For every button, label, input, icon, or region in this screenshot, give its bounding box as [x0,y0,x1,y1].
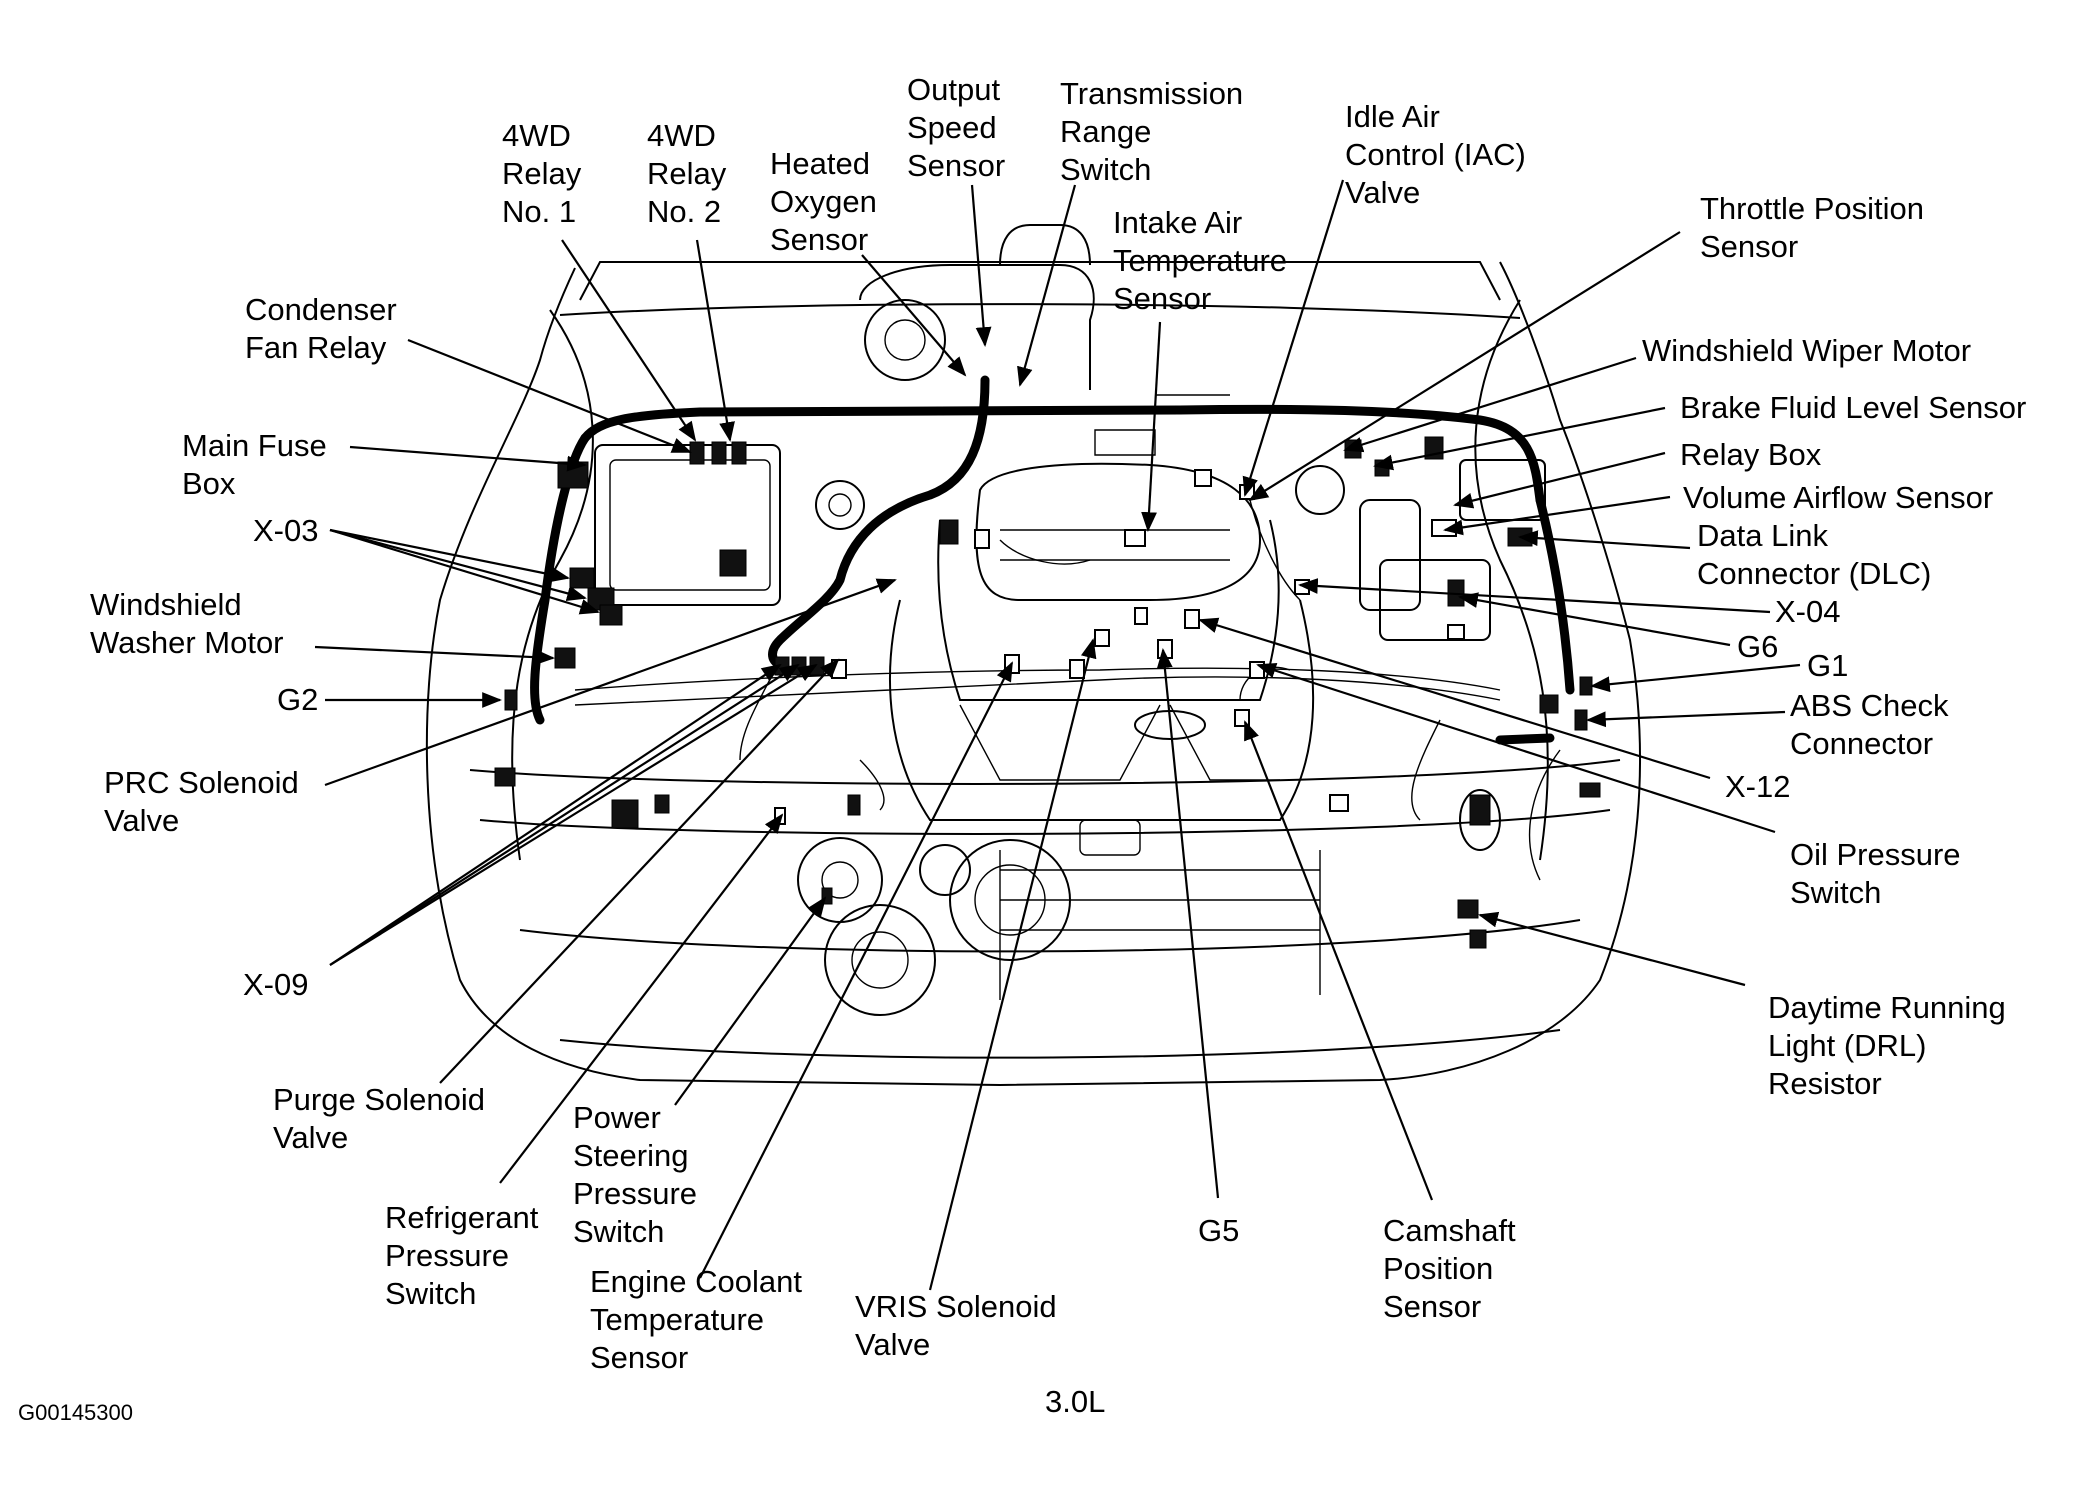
label-relay-box: Relay Box [1680,437,1822,472]
label-oil-pressure-switch: Oil Pressure Switch [1790,837,1969,910]
label-iac-valve: Idle Air Control (IAC) Valve [1345,99,1535,210]
leader-lines [314,179,1801,1291]
label-x04: X-04 [1775,594,1840,629]
label-throttle-position-sensor: Throttle Position Sensor [1700,191,1933,264]
label-4wd-relay-no2: 4WD Relay No. 2 [647,118,735,229]
label-intake-air-temperature-sensor: Intake Air Temperature Sensor [1113,205,1296,316]
label-g6: G6 [1737,629,1778,664]
label-engine-coolant-temperature-sensor: Engine Coolant Temperature Sensor [590,1264,811,1375]
label-camshaft-position-sensor: Camshaft Position Sensor [1383,1213,1524,1324]
label-g5: G5 [1198,1213,1239,1248]
label-data-link-connector: Data Link Connector (DLC) [1697,518,1931,591]
label-output-speed-sensor: Output Speed Sensor [907,72,1009,183]
label-g2: G2 [277,682,318,717]
label-x09: X-09 [243,967,308,1002]
label-volume-airflow-sensor: Volume Airflow Sensor [1683,480,1993,515]
figure-code: G00145300 [18,1400,133,1425]
label-windshield-washer-motor: Windshield Washer Motor [90,587,284,660]
engine-caption: 3.0L [1045,1384,1105,1419]
engine-block [594,224,1546,1016]
label-drl-resistor: Daytime Running Light (DRL) Resistor [1768,990,2014,1101]
label-power-steering-pressure-switch: Power Steering Pressure Switch [573,1100,706,1249]
label-g1: G1 [1807,648,1848,683]
label-x03: X-03 [253,513,318,548]
label-vris-solenoid-valve: VRIS Solenoid Valve [855,1289,1065,1362]
vehicle-body-outline [425,261,1641,1087]
label-abs-check-connector: ABS Check Connector [1790,688,1957,761]
label-heated-oxygen-sensor: Heated Oxygen Sensor [770,146,885,257]
label-4wd-relay-no1: 4WD Relay No. 1 [502,118,590,229]
label-main-fuse-box: Main Fuse Box [182,428,335,501]
label-windshield-wiper-motor: Windshield Wiper Motor [1642,333,1971,368]
label-condenser-fan-relay: Condenser Fan Relay [245,292,405,365]
label-prc-solenoid-valve: PRC Solenoid Valve [104,765,307,838]
label-brake-fluid-level-sensor: Brake Fluid Level Sensor [1680,390,2026,425]
label-refrigerant-pressure-switch: Refrigerant Pressure Switch [385,1200,547,1311]
labels: 4WD Relay No. 1 4WD Relay No. 2 Heated O… [90,72,2026,1375]
label-transmission-range-switch: Transmission Range Switch [1060,76,1252,187]
wiring-harness [530,375,1575,745]
label-x12: X-12 [1725,769,1790,804]
label-purge-solenoid-valve: Purge Solenoid Valve [273,1082,494,1155]
